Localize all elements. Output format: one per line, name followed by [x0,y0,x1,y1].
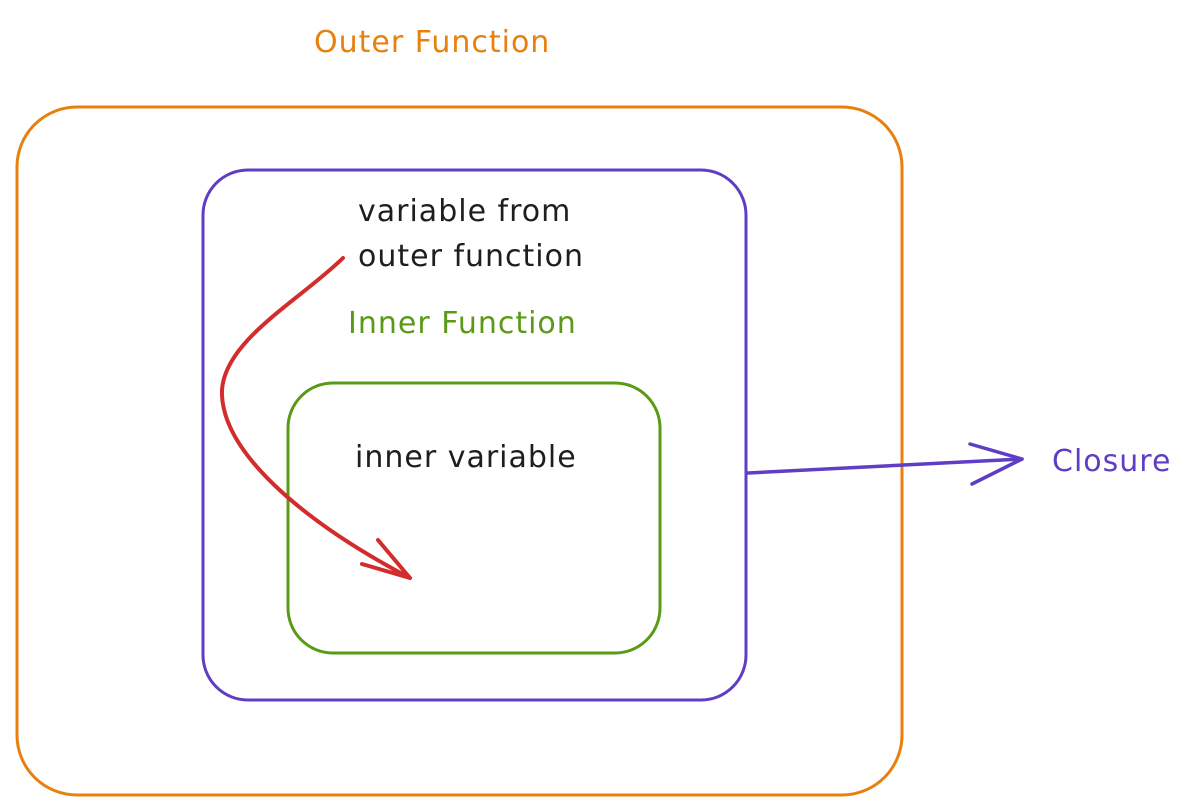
variable-from-label-line1: variable from [358,194,571,229]
closure-scope-box [201,168,748,702]
closure-label: Closure [1052,444,1171,479]
variable-from-label-line2: outer function [358,239,584,274]
inner-variable-label: inner variable [355,440,577,475]
outer-function-label: Outer Function [314,25,550,60]
variable-access-arrow [219,256,412,580]
inner-function-box [286,381,662,655]
closure-arrow [746,457,1024,475]
inner-function-label: Inner Function [348,306,577,341]
outer-function-box [15,105,904,797]
variable-access-arrowhead [360,538,412,580]
closure-arrowhead [968,442,1024,486]
